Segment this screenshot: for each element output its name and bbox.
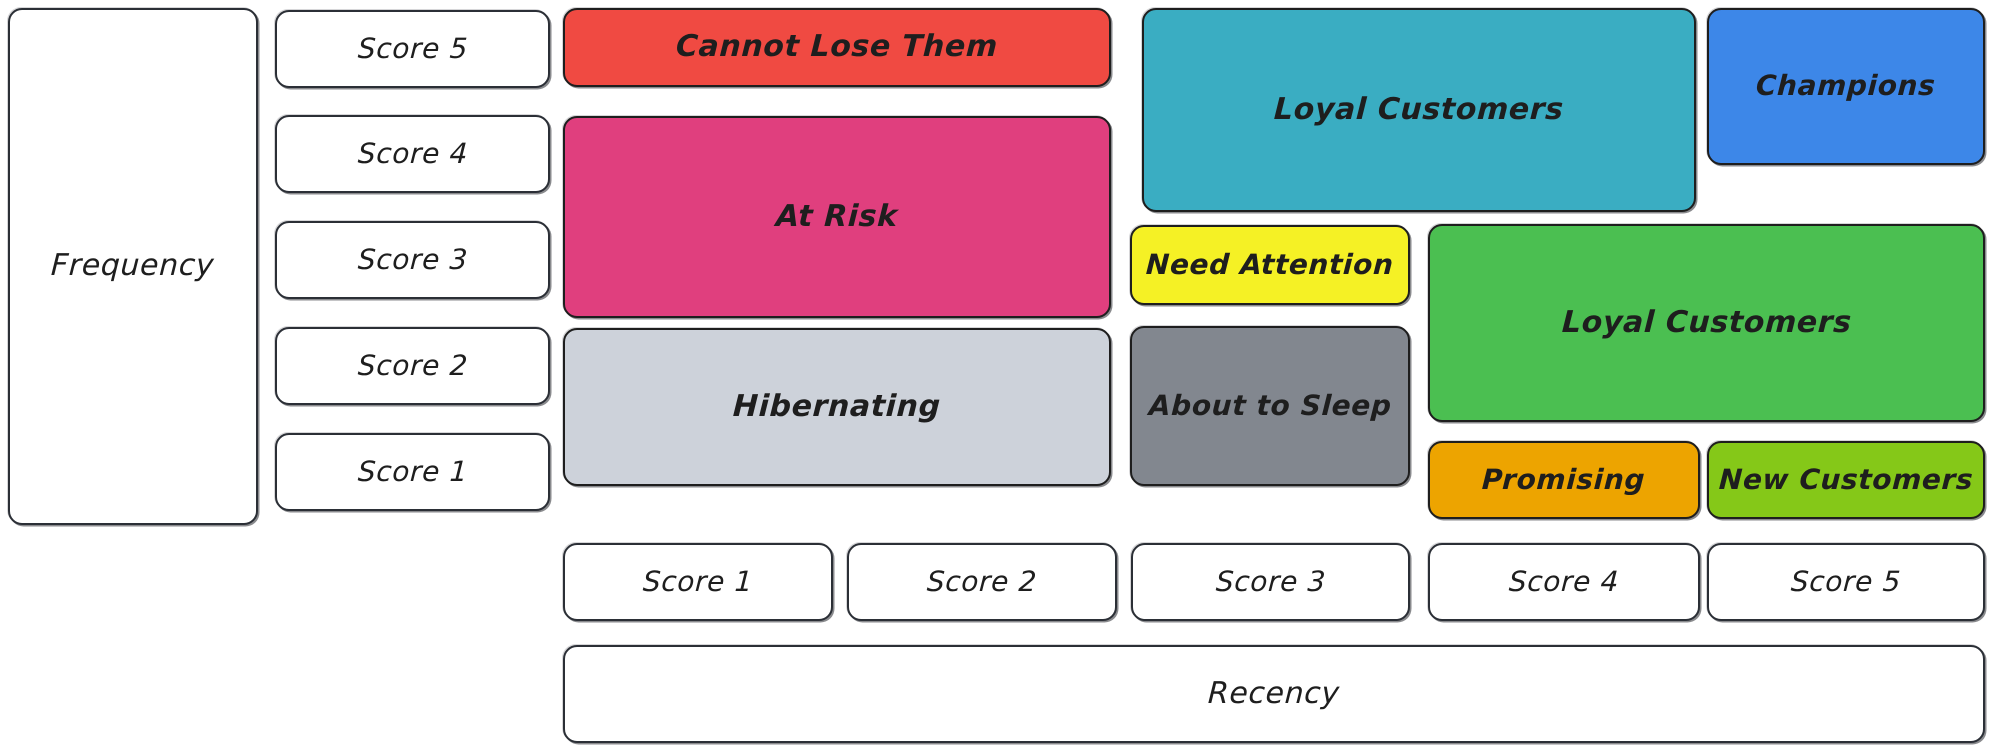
frequency-score-4-label: Score 4 (356, 136, 469, 170)
recency-score-4-label: Score 4 (1508, 564, 1620, 598)
segment-cannot-lose-them-label: Cannot Lose Them (675, 29, 999, 65)
segment-loyal-customers-green[interactable]: Loyal Customers (1428, 224, 1985, 422)
frequency-score-3[interactable]: Score 3 (275, 221, 550, 299)
segment-hibernating[interactable]: Hibernating (563, 328, 1111, 486)
segment-promising[interactable]: Promising (1428, 441, 1700, 519)
frequency-axis-text: Frequency (50, 248, 216, 284)
segment-cannot-lose-them[interactable]: Cannot Lose Them (563, 8, 1111, 87)
frequency-score-4[interactable]: Score 4 (275, 115, 550, 193)
frequency-score-1-label: Score 1 (356, 454, 469, 488)
segment-loyal-customers-teal[interactable]: Loyal Customers (1142, 8, 1696, 212)
recency-score-3-label: Score 3 (1214, 564, 1327, 598)
segment-need-attention[interactable]: Need Attention (1130, 225, 1410, 305)
recency-score-2[interactable]: Score 2 (847, 543, 1117, 621)
recency-score-2-label: Score 2 (926, 564, 1038, 598)
recency-score-1[interactable]: Score 1 (563, 543, 833, 621)
frequency-score-5[interactable]: Score 5 (275, 10, 550, 88)
frequency-score-2-label: Score 2 (356, 348, 469, 382)
segment-champions-label: Champions (1755, 69, 1937, 103)
recency-score-5[interactable]: Score 5 (1707, 543, 1985, 621)
segment-loyal-customers-green-label: Loyal Customers (1560, 304, 1853, 340)
recency-axis-label: Recency (563, 645, 1985, 743)
segment-loyal-customers-teal-label: Loyal Customers (1273, 91, 1565, 127)
segment-about-to-sleep[interactable]: About to Sleep (1130, 326, 1410, 486)
recency-score-3[interactable]: Score 3 (1131, 543, 1410, 621)
segment-champions[interactable]: Champions (1707, 8, 1985, 165)
segment-promising-label: Promising (1481, 462, 1647, 496)
segment-at-risk[interactable]: At Risk (563, 116, 1111, 318)
recency-score-1-label: Score 1 (642, 564, 754, 598)
segment-need-attention-label: Need Attention (1145, 247, 1395, 281)
segment-new-customers[interactable]: New Customers (1707, 441, 1985, 519)
frequency-score-3-label: Score 3 (356, 242, 469, 276)
frequency-score-5-label: Score 5 (356, 31, 469, 65)
frequency-axis-label: Frequency (8, 8, 258, 525)
recency-score-5-label: Score 5 (1790, 564, 1902, 598)
recency-axis-text: Recency (1207, 675, 1341, 711)
segment-at-risk-label: At Risk (775, 198, 899, 234)
recency-score-4[interactable]: Score 4 (1428, 543, 1700, 621)
frequency-score-2[interactable]: Score 2 (275, 327, 550, 405)
frequency-score-1[interactable]: Score 1 (275, 433, 550, 511)
segment-hibernating-label: Hibernating (732, 388, 942, 424)
segment-about-to-sleep-label: About to Sleep (1147, 388, 1393, 422)
segment-new-customers-label: New Customers (1718, 462, 1975, 496)
